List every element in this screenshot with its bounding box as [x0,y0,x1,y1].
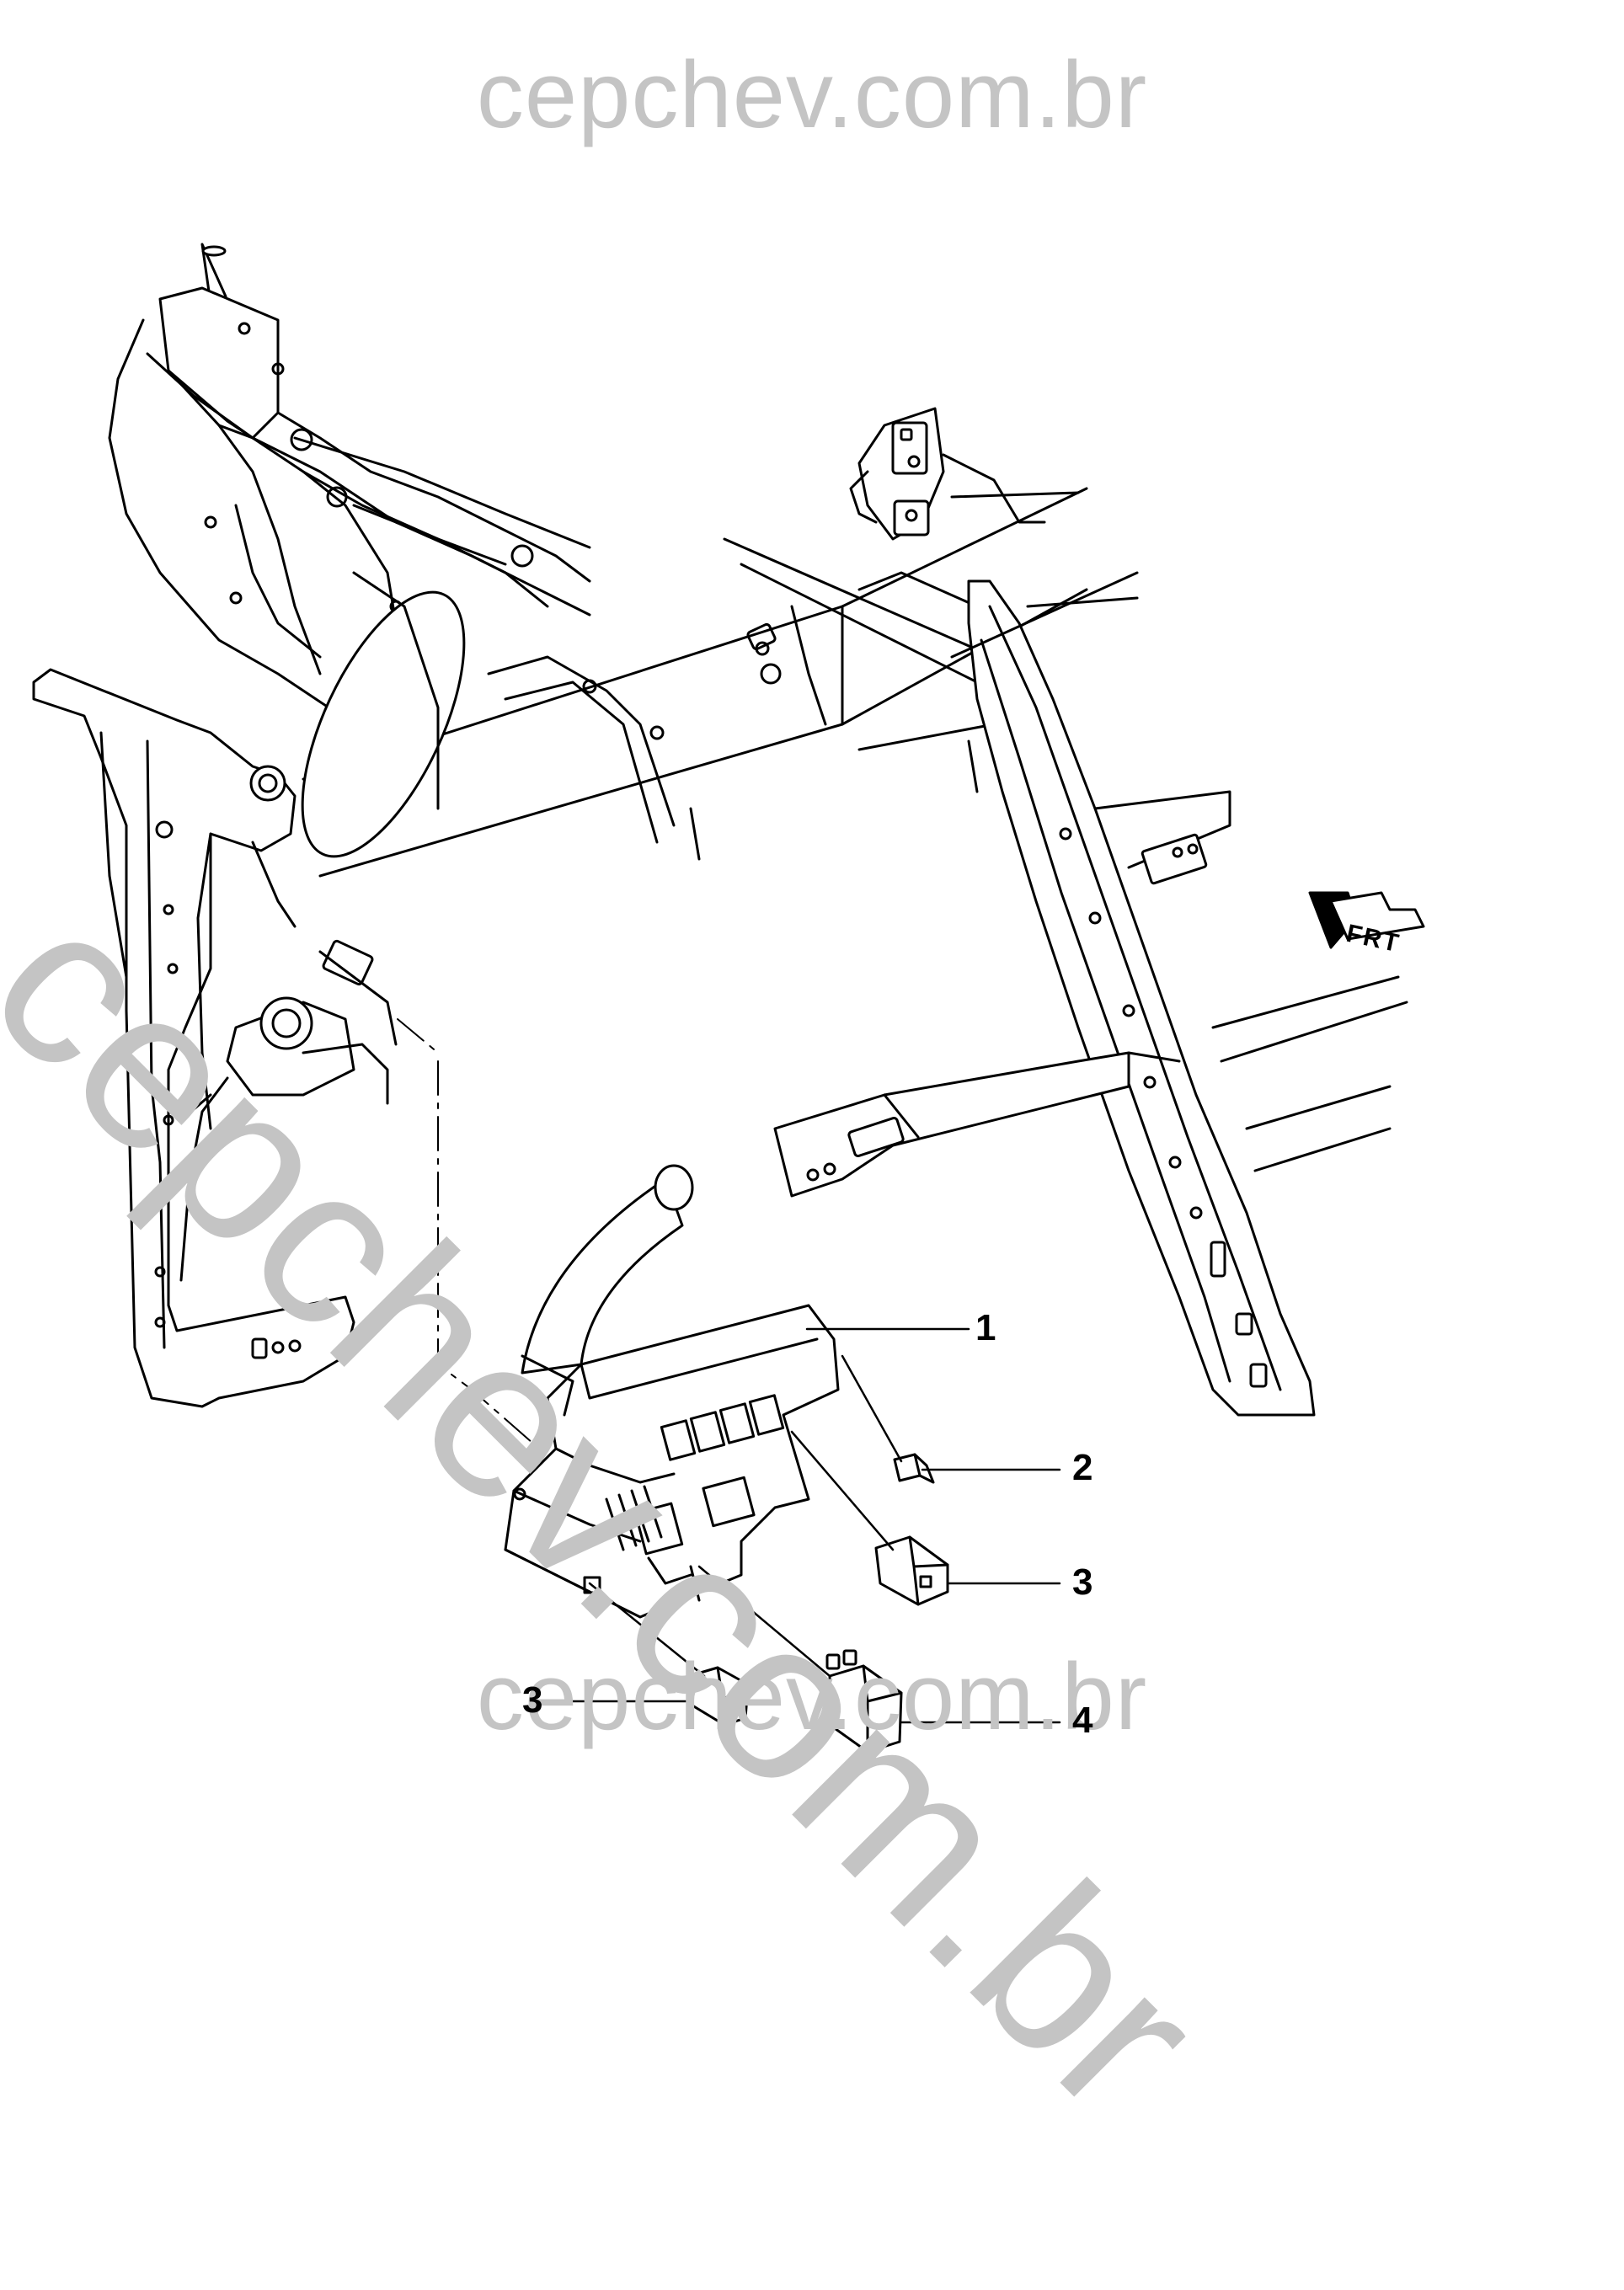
callout-leaders [546,1327,1061,1724]
relay [825,1649,903,1754]
parts-diagram [32,243,1425,1754]
callout-4: 4 [1072,1700,1093,1741]
maxi-fuse [874,1535,949,1606]
lower-crossbar [773,1051,1181,1198]
fuse-box-assembly [504,1164,840,1619]
maxi-fuse-lower [687,1666,750,1727]
upper-frame-tower [108,243,591,734]
watermark-bottom: cepchev.com.br [476,1644,1148,1749]
upper-right-bracket [849,407,1080,541]
right-frame-rail [950,571,1408,1417]
callout-3-right: 3 [1072,1561,1093,1603]
callout-3-left: 3 [522,1679,543,1721]
cross-member-tube [301,487,1088,878]
left-vertical-frame [32,668,398,1408]
assembly-leader-line [397,1018,540,1449]
callout-1: 1 [975,1307,996,1348]
watermark-top: cepchev.com.br [476,42,1148,147]
front-direction-marker [1308,891,1425,949]
callout-2: 2 [1072,1447,1093,1488]
